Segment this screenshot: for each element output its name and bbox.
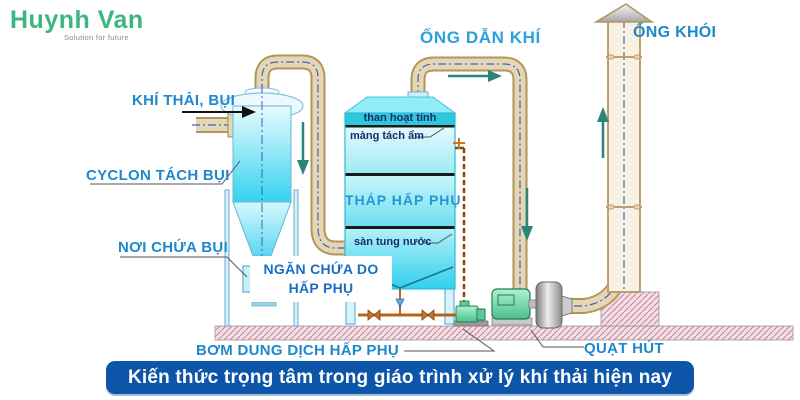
absorption-tower-vessel — [343, 91, 457, 325]
logo-tagline: Solution for future — [64, 33, 129, 42]
inlet-arrow-icon — [182, 106, 256, 118]
title-banner-text: Kiến thức trọng tâm trong giáo trình xử … — [127, 366, 673, 388]
label-activated-carbon: than hoạt tính — [363, 112, 437, 124]
absorbent-liquid-pipe — [358, 138, 466, 321]
absorption-chamber-line1: NGĂN CHỨA DO — [263, 261, 379, 277]
down-arrow-icon — [297, 122, 309, 175]
down-arrow2-icon — [521, 188, 533, 241]
flow-arrows — [182, 70, 609, 241]
label-water-spray-floor: sàn tung nước — [354, 236, 432, 248]
label-suction-fan: QUẠT HÚT — [584, 340, 664, 357]
chimney-stack — [593, 3, 655, 293]
leader-lines — [90, 127, 584, 352]
fan-housing — [535, 281, 563, 329]
absorption-chamber-line2: HẤP PHỤ — [288, 280, 354, 296]
tower-to-fan-duct — [410, 56, 528, 292]
label-absorption-pump: BƠM DUNG DỊCH HẤP PHỤ — [196, 342, 399, 359]
label-absorption-tower: THÁP HẤP PHỤ — [345, 192, 462, 208]
right-arrow-icon — [448, 70, 502, 82]
label-gas-duct: ỐNG DẪN KHÍ — [420, 28, 541, 47]
label-chimney: ỐNG KHÓI — [633, 24, 717, 41]
absorption-pump-unit — [453, 300, 489, 327]
label-inlet-gas: KHÍ THẢI, BỤI — [132, 92, 236, 109]
label-dust-container: NƠI CHỨA BỤI — [118, 239, 228, 256]
up-arrow-icon — [597, 107, 609, 158]
label-moisture-separator: màng tách ẩm — [350, 130, 424, 142]
label-absorption-chamber: NGĂN CHỨA DO HẤP PHỤ — [250, 256, 392, 302]
chimney-cap — [593, 3, 655, 23]
cyclone-to-tower-duct — [254, 54, 349, 256]
title-banner: Kiến thức trọng tâm trong giáo trình xử … — [106, 361, 694, 394]
suction-fan-unit — [491, 281, 573, 329]
label-cyclone: CYCLON TÁCH BỤI — [86, 167, 230, 184]
logo: Huynh Van — [10, 6, 144, 34]
